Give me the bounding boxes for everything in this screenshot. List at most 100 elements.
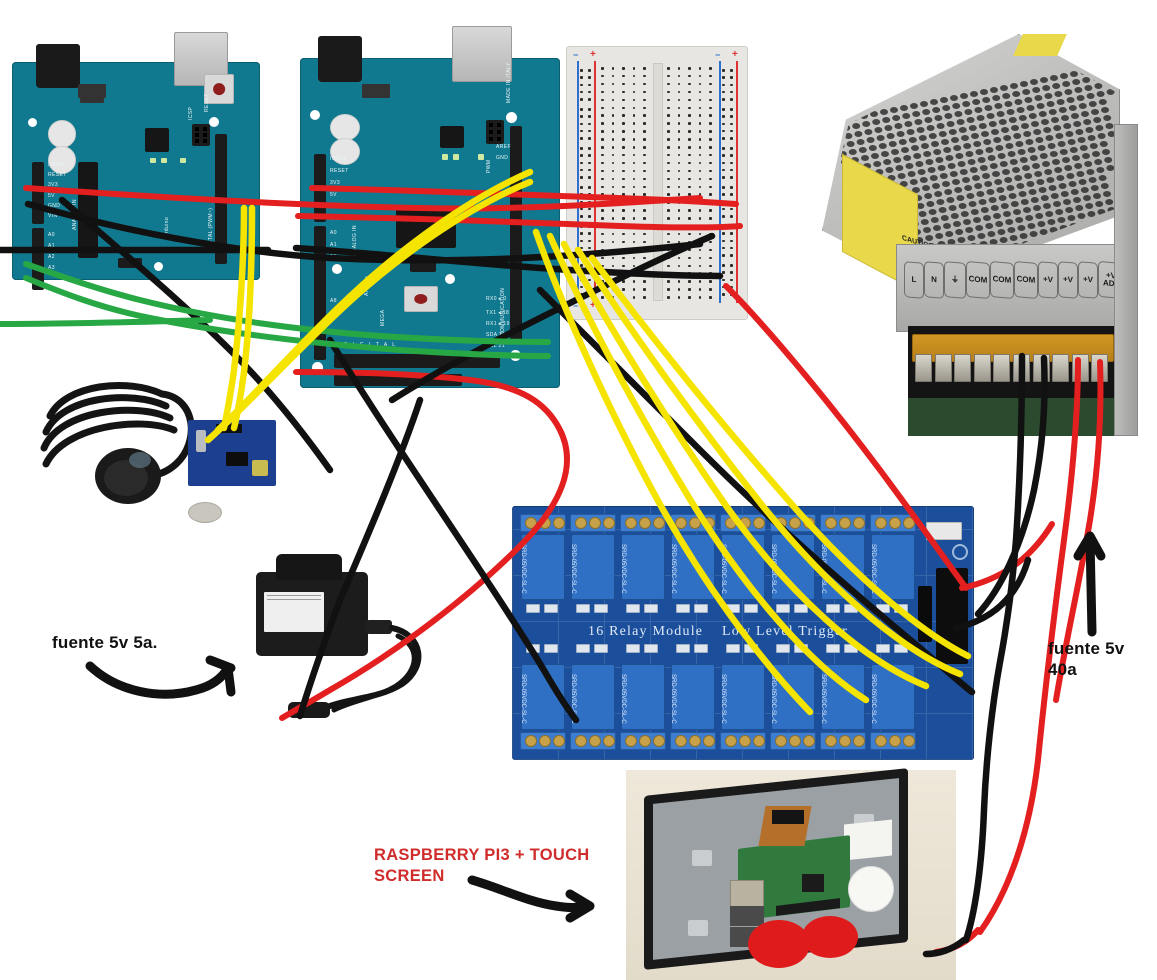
relay-terminal-screw[interactable] <box>689 517 701 529</box>
breadboard-hole <box>698 98 702 102</box>
relay-terminal-screw[interactable] <box>775 735 787 747</box>
reset-button[interactable] <box>204 74 234 104</box>
breadboard-hole <box>722 246 725 250</box>
relay-terminal-screw[interactable] <box>839 735 851 747</box>
relay-terminal-screw[interactable] <box>825 517 837 529</box>
psu-screw-terminal[interactable] <box>1032 354 1050 382</box>
psu-screw-terminal[interactable] <box>915 354 932 382</box>
relay-terminal-screw[interactable] <box>675 517 687 529</box>
psu-screw-terminal[interactable] <box>954 354 972 382</box>
relay-terminal-screw[interactable] <box>839 517 851 529</box>
screen-vesa-pad <box>692 850 712 866</box>
reset-button[interactable] <box>404 286 438 312</box>
relay-terminal-screw[interactable] <box>803 735 815 747</box>
relay-input-header[interactable] <box>936 568 968 664</box>
relay-terminal-screw[interactable] <box>739 517 751 529</box>
breadboard-hole <box>677 240 681 244</box>
relay-terminal-screw[interactable] <box>875 735 887 747</box>
relay-terminal-screw[interactable] <box>725 517 737 529</box>
relay-terminal-screw[interactable] <box>525 517 537 529</box>
psu-screw-terminal[interactable] <box>1013 354 1030 382</box>
psu-screw-terminal[interactable] <box>993 354 1011 382</box>
breadboard-hole <box>730 207 733 211</box>
relay-terminal-screw[interactable] <box>575 517 587 529</box>
usb-interface-chip <box>440 126 464 148</box>
digital-header-bottom[interactable] <box>334 354 500 368</box>
pwm-header[interactable] <box>510 208 522 288</box>
psu-screw-terminal[interactable] <box>934 354 952 382</box>
relay-terminal-screw[interactable] <box>739 735 751 747</box>
relay-terminal-screw[interactable] <box>589 517 601 529</box>
relay-terminal-screw[interactable] <box>539 517 551 529</box>
digital-header-bottom2[interactable] <box>334 374 462 386</box>
breadboard-hole <box>601 74 604 78</box>
relay-terminal-screw[interactable] <box>889 517 901 529</box>
relay-terminal-screw[interactable] <box>853 735 865 747</box>
relay-terminal-screw[interactable] <box>803 517 815 529</box>
icsp-header[interactable] <box>486 120 504 144</box>
breadboard-hole <box>709 288 712 291</box>
psu-screw-terminal[interactable] <box>1052 354 1070 382</box>
relay-terminal-screw[interactable] <box>789 517 801 529</box>
analog-header-high[interactable] <box>314 294 326 360</box>
relay-terminal-screw[interactable] <box>653 735 665 747</box>
relay-terminal-screw[interactable] <box>653 517 665 529</box>
relay-terminal-screw[interactable] <box>703 735 715 747</box>
breadboard-hole <box>588 239 591 243</box>
breadboard-hole <box>632 90 636 94</box>
relay-terminal-screw[interactable] <box>753 517 765 529</box>
relay-terminal-screw[interactable] <box>589 735 601 747</box>
digital-header-high[interactable] <box>510 126 522 212</box>
relay-terminal-screw[interactable] <box>775 517 787 529</box>
relay-terminal-screw[interactable] <box>625 735 637 747</box>
relay-terminal-screw[interactable] <box>553 735 565 747</box>
digital-header[interactable] <box>215 134 227 264</box>
psu-screw-terminal[interactable] <box>1071 354 1089 382</box>
psu-screw-terminal[interactable] <box>1091 354 1109 382</box>
mounting-hole <box>154 262 163 271</box>
relay-terminal-screw[interactable] <box>753 735 765 747</box>
relay-terminal-screw[interactable] <box>825 735 837 747</box>
relay-terminal-screw[interactable] <box>603 735 615 747</box>
relay-terminal-screw[interactable] <box>603 517 615 529</box>
relay-terminal-screw[interactable] <box>903 735 915 747</box>
relay-terminal-screw[interactable] <box>525 735 537 747</box>
usb-interface-chip <box>145 128 169 152</box>
psu-screw-terminal[interactable] <box>973 354 991 382</box>
relay-terminal-screw[interactable] <box>725 735 737 747</box>
relay-terminal-screw[interactable] <box>689 735 701 747</box>
relay-terminal-screw[interactable] <box>789 735 801 747</box>
relay-terminal-screw[interactable] <box>553 517 565 529</box>
breadboard-hole <box>588 98 591 101</box>
relay-unit <box>721 534 765 600</box>
relay-terminal-screw[interactable] <box>703 517 715 529</box>
power-header[interactable] <box>314 154 326 222</box>
relay-terminal-screw[interactable] <box>853 517 865 529</box>
icsp-header[interactable] <box>192 124 210 146</box>
icsp2-header[interactable] <box>118 258 142 268</box>
breadboard-hole <box>622 82 625 86</box>
relay-dip-switch[interactable] <box>926 522 962 540</box>
relay-terminal-screw[interactable] <box>903 517 915 529</box>
breadboard-hole <box>643 256 646 260</box>
breadboard-hole <box>611 74 615 78</box>
power-header[interactable] <box>32 162 44 224</box>
relay-terminal-screw[interactable] <box>539 735 551 747</box>
breadboard-hole <box>698 288 702 291</box>
communication-header[interactable] <box>510 284 522 342</box>
relay-terminal-screw[interactable] <box>575 735 587 747</box>
relay-terminal-screw[interactable] <box>639 517 651 529</box>
analog-header[interactable] <box>32 228 44 290</box>
relay-terminal-screw[interactable] <box>675 735 687 747</box>
relay-terminal-screw[interactable] <box>625 517 637 529</box>
silk-5v-label: 5V <box>330 192 337 198</box>
breadboard-hole <box>698 296 702 299</box>
breadboard-hole <box>622 146 625 149</box>
relay-terminal-screw[interactable] <box>889 735 901 747</box>
relay-terminal-screw[interactable] <box>875 517 887 529</box>
icsp2-header[interactable] <box>410 260 436 272</box>
relay-terminal-screw[interactable] <box>639 735 651 747</box>
breadboard-hole <box>722 176 725 179</box>
breadboard-hole <box>667 130 670 133</box>
